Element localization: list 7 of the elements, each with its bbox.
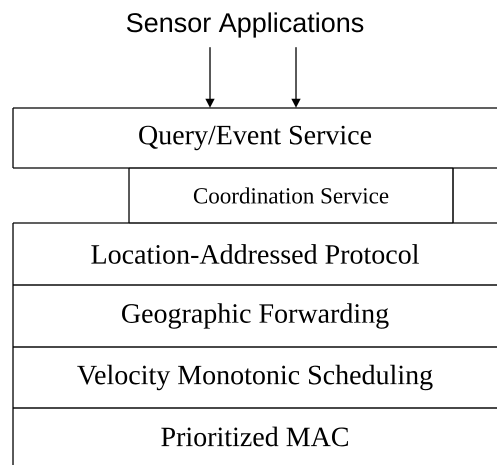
layer-box: Geographic Forwarding [12,285,497,348]
layer-box: Coordination Service [128,167,454,224]
layer-box: Prioritized MAC [12,408,348,465]
layer-box: Velocity Monotonic Scheduling [12,347,497,409]
heading-text: Sensor Applications [126,12,364,38]
layer-box: Query/Event Service [12,107,497,169]
layer-box: Location-Addressed Protocol [12,222,497,286]
